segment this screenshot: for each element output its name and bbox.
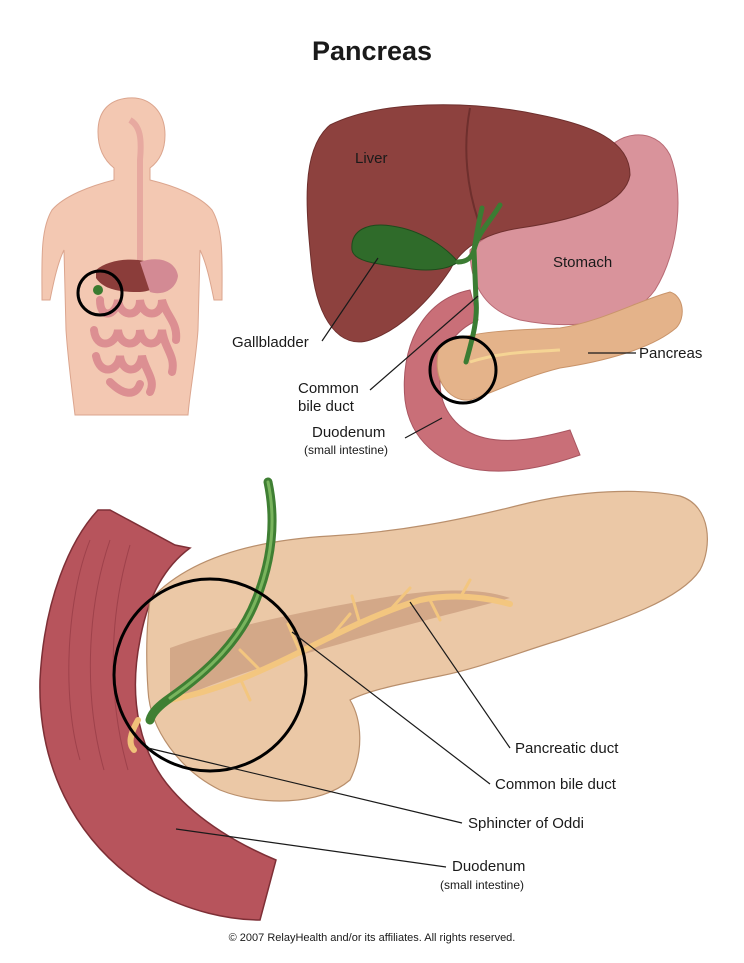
top-highlight-circle [428,335,498,405]
organ-overview [306,104,683,472]
duodenum-bottom [39,509,277,921]
liver [306,104,631,343]
sphincter-of-oddi [127,717,141,753]
body-gallbladder [93,285,103,295]
common-bile-duct-top [455,202,503,365]
label-gallbladder: Gallbladder [232,334,309,351]
label-stomach: Stomach [553,254,613,271]
label-duodenum-top-sub: (small intestine) [304,443,389,457]
label-pancreatic-duct: Pancreatic duct [515,740,619,757]
label-duodenum-bottom: Duodenum [452,858,526,875]
pancreatic-duct [167,593,513,703]
label-common-bile-duct-top-line2: bile duct [298,398,354,415]
human-body-figure [41,97,223,416]
bottom-leader-lines [147,601,511,868]
pancreas-bottom [146,490,708,802]
duodenum-top [403,289,581,472]
body-highlight-circle [76,269,124,317]
label-common-bile-duct: Common bile duct [495,776,616,793]
pancreas-top [436,291,683,401]
label-sphincter-of-oddi: Sphincter of Oddi [468,815,584,832]
label-duodenum-bottom-sub: (small intestine) [440,878,525,892]
label-pancreas: Pancreas [639,345,703,362]
copyright-footer: © 2007 RelayHealth and/or its affiliates… [228,932,516,944]
label-liver: Liver [355,150,388,167]
top-leader-lines [321,257,636,439]
label-common-bile-duct-top-line1: Common [298,380,359,397]
label-duodenum-top: Duodenum [312,424,386,441]
detail-view [39,477,708,921]
page-title: Pancreas [311,36,433,66]
detail-highlight-circle [112,577,308,773]
